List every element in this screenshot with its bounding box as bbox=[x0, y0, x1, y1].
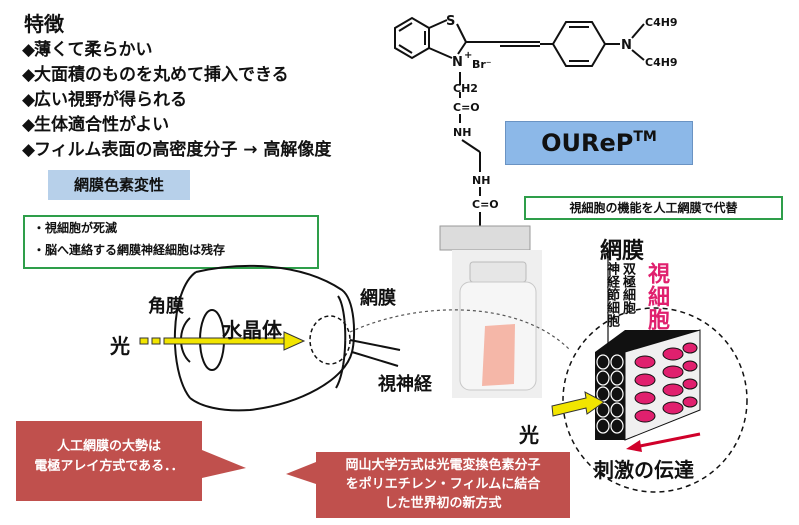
optic-nerve-label: 視神経 bbox=[378, 374, 432, 395]
pink-film bbox=[482, 324, 515, 386]
carbonyl-label: C=O bbox=[453, 101, 480, 114]
okayama-line: 岡山大学方式は光電変換色素分子 bbox=[345, 458, 541, 473]
atom-s-label: S bbox=[446, 14, 455, 29]
atom-n-amine-label: N bbox=[621, 38, 632, 53]
trend-line: 電極アレイ方式である．． bbox=[34, 459, 184, 474]
feature-item: ◆フィルム表面の高密度分子 → 高解像度 bbox=[22, 138, 331, 163]
signal-arrow-icon bbox=[626, 432, 701, 452]
product-name: OUReP bbox=[541, 129, 634, 157]
bipolar-cell-label: 双極細胞 bbox=[620, 262, 635, 314]
okayama-callout: 岡山大学方式は光電変換色素分子 をポリエチレン・フィルムに結合 した世界初の新方… bbox=[316, 452, 570, 518]
trend-line: 人工網膜の大勢は bbox=[56, 439, 161, 454]
okayama-line: をポリエチレン・フィルムに結合 bbox=[345, 477, 541, 492]
feature-item: ◆大面積のものを丸めて挿入できる bbox=[22, 63, 331, 88]
butyl-label: C4H9 bbox=[645, 56, 678, 69]
photoreceptor-label: 視細胞 bbox=[644, 262, 669, 331]
feature-item: ◆薄くて柔らかい bbox=[22, 38, 331, 63]
light-label: 光 bbox=[110, 334, 130, 358]
replace-note: 視細胞の機能を人工網膜で代替 bbox=[524, 196, 783, 220]
retina-detail-title: 網膜 bbox=[600, 239, 645, 264]
cornea-label: 角膜 bbox=[148, 296, 184, 317]
trademark-mark: TM bbox=[633, 129, 657, 145]
features-list: ◆薄くて柔らかい ◆大面積のものを丸めて挿入できる ◆広い視野が得られる ◆生体… bbox=[22, 38, 331, 163]
features-heading: 特徴 bbox=[24, 12, 64, 36]
film-plate bbox=[439, 225, 531, 251]
product-name-box: OURePTM bbox=[505, 121, 693, 165]
zoom-circle-eye bbox=[309, 315, 351, 365]
amide-nh-label: NH bbox=[453, 126, 471, 139]
butyl-label: C4H9 bbox=[645, 16, 678, 29]
lens-label: 水晶体 bbox=[222, 318, 282, 342]
feature-text: 広い視野が得られる bbox=[34, 90, 187, 110]
retina-zoom-circle bbox=[562, 307, 748, 493]
retinitis-point: ・視細胞が死滅 bbox=[33, 221, 118, 235]
diamond-bullet-icon: ◆ bbox=[22, 65, 36, 85]
light-ray-arrow-icon bbox=[139, 331, 306, 351]
retinitis-label: 網膜色素変性 bbox=[48, 170, 190, 200]
signal-label: 刺激の伝達 bbox=[594, 458, 694, 482]
retina-light-arrow-icon bbox=[551, 391, 605, 417]
feature-text: フィルム表面の高密度分子 → 高解像度 bbox=[34, 140, 332, 160]
okayama-pointer bbox=[286, 462, 316, 484]
ganglion-cell-label: 神経節細胞 bbox=[604, 262, 619, 327]
diamond-bullet-icon: ◆ bbox=[22, 115, 36, 135]
ch2-label: CH2 bbox=[453, 82, 478, 95]
amide-nh-label: NH bbox=[472, 174, 490, 187]
photoreceptor-array bbox=[595, 252, 701, 441]
atom-n-ring-label: N bbox=[452, 55, 463, 70]
okayama-line: した世界初の新方式 bbox=[384, 496, 502, 511]
diamond-bullet-icon: ◆ bbox=[22, 40, 36, 60]
retina-light-label: 光 bbox=[519, 423, 539, 447]
feature-text: 薄くて柔らかい bbox=[34, 40, 153, 60]
feature-item: ◆生体適合性がよい bbox=[22, 113, 331, 138]
trend-pointer bbox=[202, 450, 246, 478]
counter-ion-label: Br⁻ bbox=[472, 58, 492, 71]
diamond-bullet-icon: ◆ bbox=[22, 140, 36, 160]
retinitis-box: ・視細胞が死滅 ・脳へ連絡する網膜神経細胞は残存 bbox=[23, 215, 319, 269]
diamond-bullet-icon: ◆ bbox=[22, 90, 36, 110]
feature-item: ◆広い視野が得られる bbox=[22, 88, 331, 113]
feature-text: 大面積のものを丸めて挿入できる bbox=[34, 65, 289, 85]
retinitis-point: ・脳へ連絡する網膜神経細胞は残存 bbox=[33, 243, 226, 257]
trend-callout: 人工網膜の大勢は 電極アレイ方式である．． bbox=[16, 421, 202, 501]
zoom-connector bbox=[349, 309, 571, 351]
carbonyl-label: C=O bbox=[472, 198, 499, 211]
feature-text: 生体適合性がよい bbox=[34, 115, 170, 135]
retina-label: 網膜 bbox=[360, 288, 396, 309]
charge-label: + bbox=[464, 50, 472, 61]
